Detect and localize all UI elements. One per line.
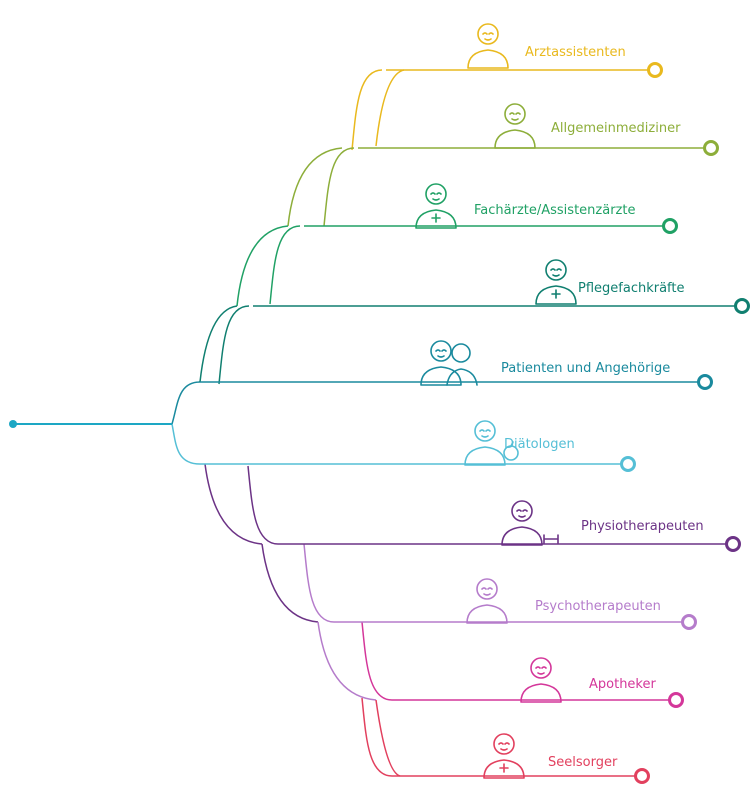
dietitian-apple-icon bbox=[464, 420, 519, 466]
branch-node: Allgemeinmediziner bbox=[358, 103, 719, 156]
node-label: Pflegefachkräfte bbox=[578, 281, 685, 296]
node-label: Patienten und Angehörige bbox=[501, 361, 670, 376]
branch-node: Psychotherapeuten bbox=[334, 578, 697, 630]
root-node bbox=[9, 420, 172, 428]
branch-connector bbox=[171, 381, 201, 425]
node-label: Diätologen bbox=[504, 437, 575, 452]
patient-family-icon bbox=[420, 340, 478, 386]
spine-segment bbox=[236, 225, 289, 307]
nurse-cap-icon bbox=[535, 259, 577, 305]
node-end-ring-icon bbox=[634, 768, 650, 784]
branch-connector bbox=[171, 423, 201, 465]
female-assistant-icon bbox=[467, 23, 509, 69]
spine-segment bbox=[204, 463, 263, 545]
branches-layer bbox=[171, 69, 405, 777]
nodes-layer: ArztassistentenAllgemeinmedizinerFachärz… bbox=[200, 23, 750, 784]
branch-node: Apotheker bbox=[392, 657, 684, 708]
node-label: Apotheker bbox=[589, 677, 656, 692]
node-label: Fachärzte/Assistenzärzte bbox=[474, 203, 635, 218]
node-end-ring-icon bbox=[697, 374, 713, 390]
psychotherapist-icon bbox=[466, 578, 508, 624]
node-label: Arztassistenten bbox=[525, 45, 626, 60]
branch-connector bbox=[361, 697, 393, 777]
branch-connector bbox=[247, 465, 279, 545]
node-end-ring-icon bbox=[647, 62, 663, 78]
node-end-ring-icon bbox=[725, 536, 741, 552]
node-label: Psychotherapeuten bbox=[535, 599, 661, 614]
chaplain-cross-icon bbox=[483, 733, 525, 779]
node-label: Allgemeinmediziner bbox=[551, 121, 681, 136]
node-end-ring-icon bbox=[703, 140, 719, 156]
branch-node: Arztassistenten bbox=[386, 23, 663, 78]
node-label: Physiotherapeuten bbox=[581, 519, 704, 534]
doctor-stethoscope-icon bbox=[494, 103, 536, 149]
physio-dumbbell-icon bbox=[501, 500, 559, 546]
branch-node: Patienten und Angehörige bbox=[200, 340, 713, 390]
spine-segment bbox=[287, 147, 343, 227]
spine-segment bbox=[317, 621, 377, 701]
node-end-ring-icon bbox=[620, 456, 636, 472]
node-end-ring-icon bbox=[734, 298, 750, 314]
node-end-ring-icon bbox=[681, 614, 697, 630]
branch-connector bbox=[323, 147, 355, 227]
branch-node: Seelsorger bbox=[392, 733, 650, 784]
branch-connector bbox=[218, 305, 250, 385]
branch-node: Physiotherapeuten bbox=[278, 500, 741, 552]
spine-segment bbox=[261, 543, 319, 623]
branch-node: Pflegefachkräfte bbox=[253, 259, 750, 314]
branch-node: Fachärzte/Assistenzärzte bbox=[304, 183, 678, 234]
branch-connector bbox=[361, 621, 393, 701]
spine-segment bbox=[375, 699, 401, 777]
spine-segment bbox=[375, 69, 405, 147]
branch-connector bbox=[269, 225, 301, 305]
branch-connector bbox=[303, 543, 335, 623]
surgeon-head-mirror-icon bbox=[415, 183, 457, 229]
node-label: Seelsorger bbox=[548, 755, 618, 770]
branch-node: Diätologen bbox=[200, 420, 636, 472]
node-end-ring-icon bbox=[668, 692, 684, 708]
node-end-ring-icon bbox=[662, 218, 678, 234]
pharmacist-icon bbox=[520, 657, 562, 703]
spine-segment bbox=[199, 305, 238, 383]
root-dot-icon bbox=[9, 420, 17, 428]
branch-connector bbox=[351, 69, 383, 151]
